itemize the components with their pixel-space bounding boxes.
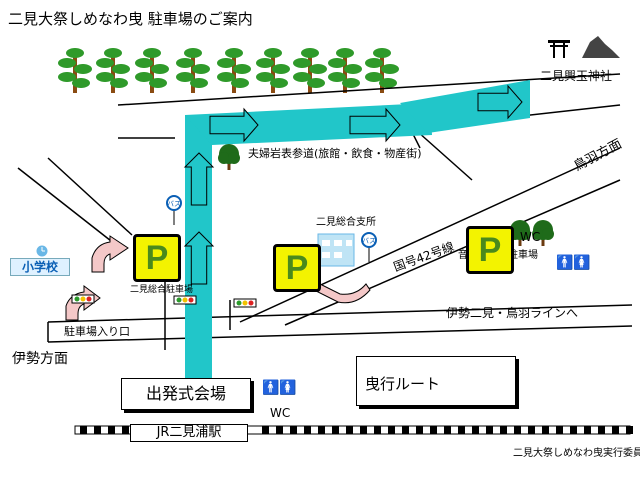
rail-tie [584, 426, 591, 434]
committee-label: 二見大祭しめなわ曳実行委員会 [513, 448, 640, 459]
parking-sign-otowa: P [466, 226, 514, 274]
rail-tie [542, 426, 549, 434]
rail-tie [626, 426, 633, 434]
railway [74, 425, 633, 435]
parking-sign-futami: P [133, 234, 181, 282]
ise-toba-line-label: 伊勢二見・鳥羽ラインへ [446, 306, 579, 320]
bus-stop-label-2: バス [362, 237, 376, 245]
parking-letter: P [145, 239, 169, 277]
wc-label-2: WC [270, 406, 291, 420]
rock-icon [582, 36, 620, 58]
sogo-branch-building [317, 233, 355, 267]
rail-tie [388, 426, 395, 434]
rail-tie [612, 426, 619, 434]
parking-letter: P [285, 249, 309, 287]
pine-tree-icon [135, 48, 169, 93]
rail-tie [514, 426, 521, 434]
arrow-icon [183, 152, 215, 206]
school-icon [35, 244, 49, 258]
rail-tie [430, 426, 437, 434]
sogo-branch-label: 二見総合支所 [316, 217, 376, 228]
arrow-icon [477, 84, 523, 120]
pine-tree-icon [328, 48, 362, 93]
rail-tie [290, 426, 297, 434]
rail-tie [556, 426, 563, 434]
ise-direction-label: 伊勢方面 [12, 351, 68, 367]
pine-tree-icon [365, 48, 399, 93]
rail-tie [94, 426, 101, 434]
rail-tie [108, 426, 115, 434]
route-legend-label: 曳行ルート [365, 375, 441, 393]
pine-trees [58, 48, 399, 93]
rail-tie [80, 426, 87, 434]
rail-tie [402, 426, 409, 434]
parking-sign-sogo: P [273, 244, 321, 292]
bus-stop-icon: バス バス [166, 195, 377, 262]
rail-tie [262, 426, 269, 434]
parking-entrance-label: 駐車場入り口 [64, 325, 130, 338]
deciduous-trees [218, 144, 554, 246]
route-arrows [183, 84, 523, 285]
tree-icon [532, 220, 554, 246]
rail-tie [276, 426, 283, 434]
rail-tie [122, 426, 129, 434]
pine-tree-icon [96, 48, 130, 93]
pine-tree-icon [58, 48, 92, 93]
pine-tree-icon [176, 48, 210, 93]
arrow-icon [209, 107, 259, 143]
torii-icon [548, 40, 570, 58]
tree-icon [509, 220, 531, 246]
parking-letter: P [478, 231, 502, 269]
map-title: 二見大祭しめなわ曳 駐車場のご案内 [8, 10, 253, 28]
futami-parking-label: 二見総合駐車場 [130, 285, 194, 295]
rail-tie [416, 426, 423, 434]
wc-label-1: WC [520, 230, 541, 244]
rail-tie [598, 426, 605, 434]
rail-tie [500, 426, 507, 434]
school-label: 小学校 [10, 258, 70, 276]
rail-tie [346, 426, 353, 434]
start-venue-box: 出発式会場 [121, 378, 251, 410]
rail-tie [374, 426, 381, 434]
traffic-light-icon [71, 294, 257, 308]
toilet-icon: 🚹🚺 [556, 255, 591, 271]
rail-tie [458, 426, 465, 434]
bus-stop-label-1: バス [167, 200, 181, 208]
sando-label: 夫婦岩表参道(旅館・飲食・物産街) [248, 147, 422, 160]
pine-tree-icon [293, 48, 327, 93]
rail-tie [332, 426, 339, 434]
route-legend-box: 曳行ルート [356, 356, 516, 406]
rail-tie [528, 426, 535, 434]
rail-tie [360, 426, 367, 434]
tree-icon [218, 144, 240, 170]
rail-tie [444, 426, 451, 434]
rail-tie [318, 426, 325, 434]
toilet-icon: 🚹🚺 [262, 380, 297, 396]
shrine-label: 二見興玉神社 [540, 69, 613, 83]
pine-tree-icon [256, 48, 290, 93]
arrow-icon [183, 231, 215, 285]
station-label: JR二見浦駅 [130, 424, 248, 442]
rail-tie [486, 426, 493, 434]
rail-tie [304, 426, 311, 434]
pine-tree-icon [217, 48, 251, 93]
rail-tie [472, 426, 479, 434]
rail-tie [570, 426, 577, 434]
arrow-icon [349, 107, 401, 143]
